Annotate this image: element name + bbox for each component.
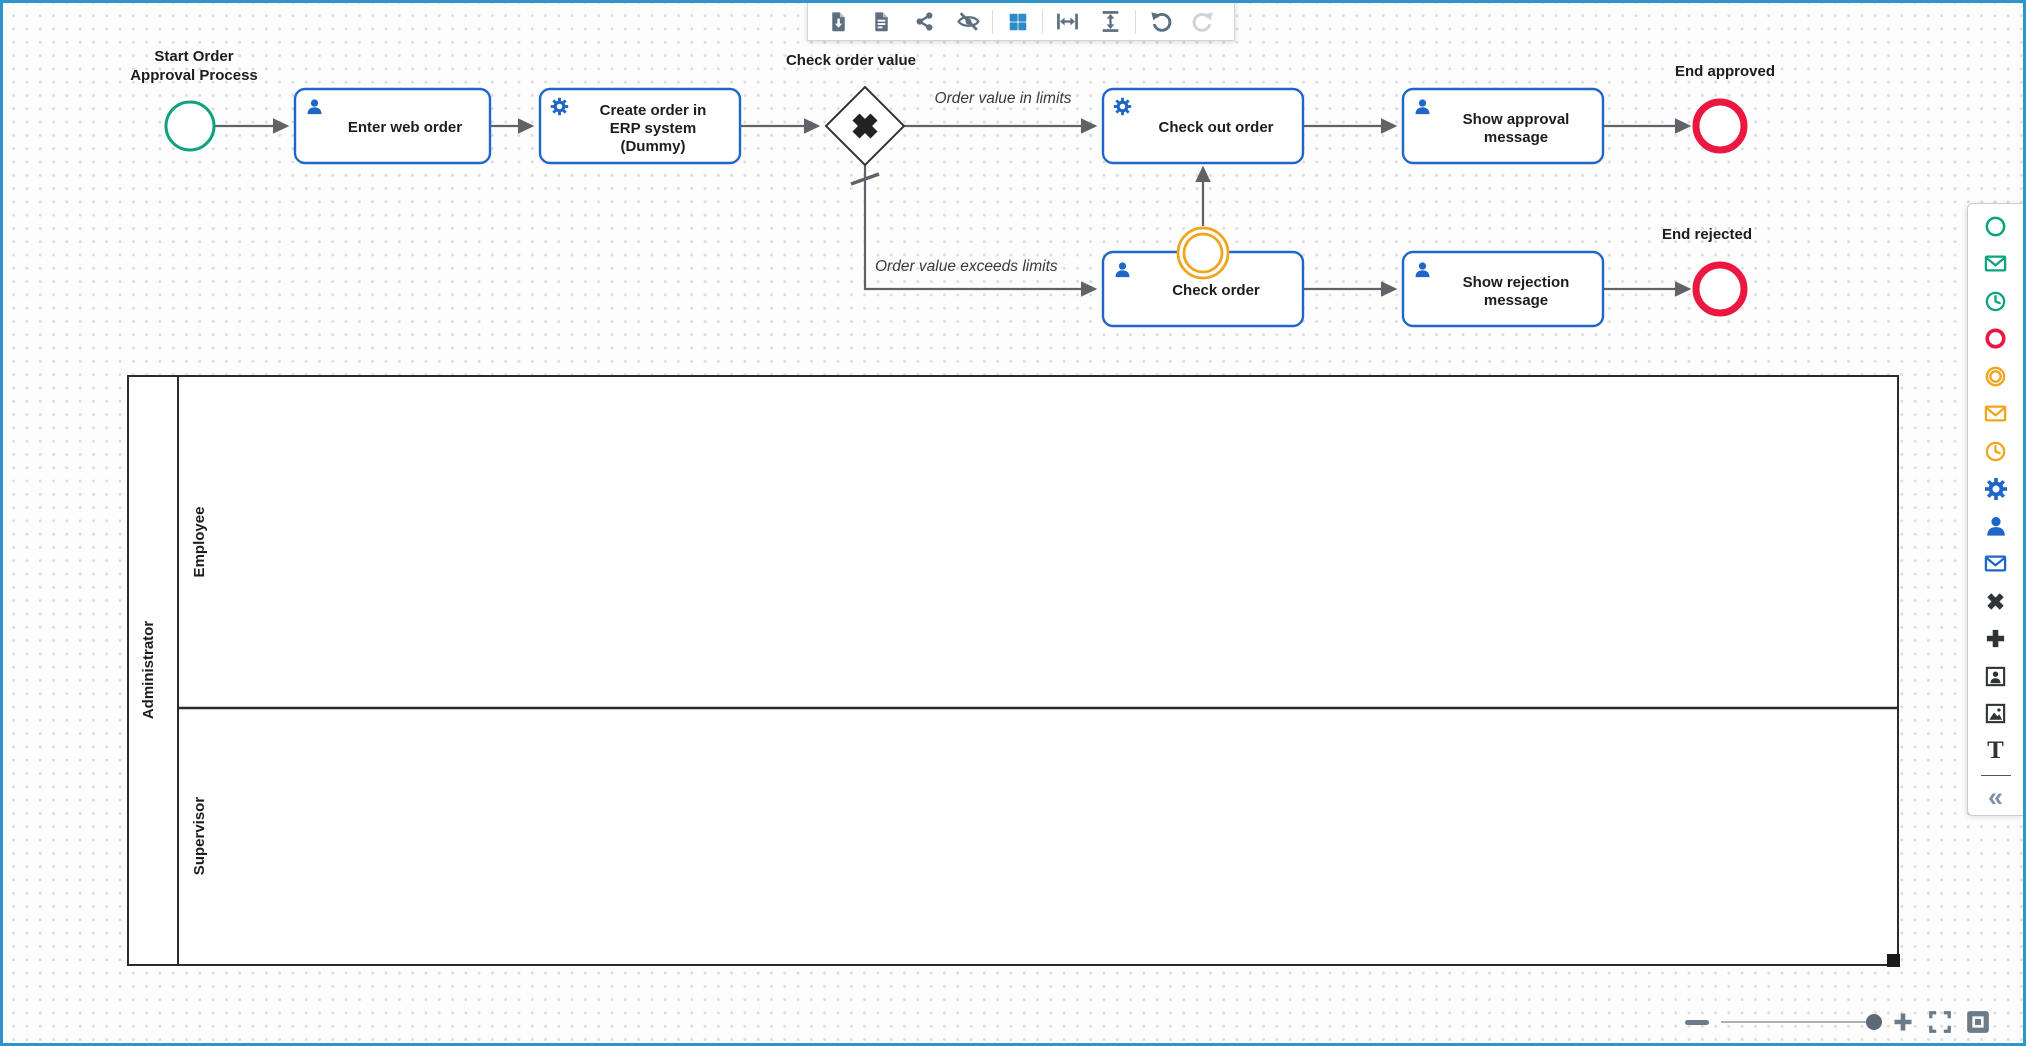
service-task-icon — [1113, 97, 1132, 116]
diagram-canvas[interactable]: Administrator Employee Supervisor Order … — [3, 3, 2023, 1043]
end-rejected-label: End rejected — [1662, 226, 1752, 243]
hide-overlays-button[interactable] — [949, 4, 987, 40]
start-event[interactable]: Start Order Approval Process — [130, 48, 258, 152]
task-label: Enter web order — [348, 119, 462, 136]
task-label-line1: Create order in — [600, 102, 707, 119]
lane-employee-label: Employee — [191, 507, 208, 578]
fit-viewport-icon[interactable] — [1965, 1009, 1991, 1035]
service-task-icon — [550, 97, 569, 116]
gateway-label: Check order value — [786, 52, 916, 69]
task-label: Check out order — [1158, 119, 1273, 136]
toggle-grid-button[interactable] — [999, 4, 1037, 40]
task-label-line2: message — [1484, 292, 1548, 309]
participant-icon[interactable] — [1983, 664, 2009, 688]
task-label-line1: Show rejection — [1463, 274, 1570, 291]
zoom-in-icon[interactable] — [1891, 1010, 1915, 1034]
share-icon — [916, 12, 933, 31]
start-event-icon[interactable] — [1983, 214, 2009, 238]
redo-button[interactable] — [1185, 4, 1223, 40]
pool-resize-handle[interactable] — [1887, 954, 1900, 967]
zoom-controls — [1685, 1009, 1991, 1035]
end-approved-label: End approved — [1675, 63, 1775, 80]
zoom-out-icon[interactable] — [1685, 1019, 1709, 1025]
send-task-icon[interactable] — [1983, 552, 2009, 576]
flow-label-exceeds-limits[interactable]: Order value exceeds limits — [875, 258, 1058, 275]
lane-employee[interactable]: Employee — [191, 507, 208, 578]
task-label-line1: Show approval — [1463, 111, 1570, 128]
toolbar-separator — [992, 9, 994, 34]
undo-button[interactable] — [1141, 4, 1179, 40]
message-intermediate-event-icon[interactable] — [1983, 402, 2009, 426]
toolbar-separator — [1042, 9, 1044, 34]
shape-palette: T « — [1967, 203, 2023, 816]
redo-icon — [1192, 12, 1213, 32]
fit-width-button[interactable] — [1048, 4, 1086, 40]
boundary-intermediate-event[interactable] — [1176, 226, 1230, 280]
palette-divider — [1980, 774, 2011, 776]
intermediate-event-icon[interactable] — [1983, 364, 2009, 388]
timer-start-event-icon[interactable] — [1983, 289, 2009, 313]
zoom-slider-handle[interactable] — [1866, 1014, 1882, 1030]
zoom-slider[interactable] — [1721, 1014, 1882, 1030]
default-flow-marker — [850, 172, 880, 186]
timer-intermediate-event-icon[interactable] — [1983, 439, 2009, 463]
collapse-palette-icon[interactable]: « — [1987, 782, 2004, 812]
undo-icon — [1151, 12, 1172, 32]
exclusive-gateway-icon[interactable] — [1983, 589, 2009, 613]
export-document-button[interactable] — [863, 4, 901, 40]
end-event-icon[interactable] — [1983, 327, 2009, 351]
task-check-out-order[interactable]: Check out order — [1101, 87, 1305, 165]
exclusive-gateway[interactable]: Check order value — [786, 52, 916, 167]
start-event-label-line2: Approval Process — [130, 67, 258, 84]
share-button[interactable] — [906, 4, 944, 40]
task-create-order-erp[interactable]: Create order in ERP system (Dummy) — [538, 87, 742, 165]
export-image-button[interactable] — [819, 4, 857, 40]
flow-gateway-to-check-order[interactable] — [863, 165, 1098, 297]
message-start-event-icon[interactable] — [1983, 252, 2009, 276]
grid-icon — [1009, 13, 1027, 30]
file-download-icon — [832, 12, 845, 32]
service-task-icon[interactable] — [1983, 477, 2009, 501]
fit-height-button[interactable] — [1092, 4, 1130, 40]
text-annotation-icon[interactable]: T — [1983, 738, 2009, 763]
parallel-gateway-icon[interactable] — [1983, 627, 2009, 651]
start-event-label-line1: Start Order — [154, 48, 233, 65]
end-event-approved[interactable]: End approved — [1675, 63, 1775, 154]
file-text-icon — [875, 12, 888, 32]
eye-off-icon — [956, 12, 980, 31]
pool-label: Administrator — [140, 621, 157, 720]
task-label-line3: (Dummy) — [620, 138, 685, 155]
lane-supervisor-label: Supervisor — [191, 797, 208, 876]
lane-supervisor[interactable]: Supervisor — [191, 797, 208, 876]
arrow-height-icon — [1102, 11, 1119, 32]
user-task-icon[interactable] — [1983, 514, 2009, 538]
task-show-rejection-message[interactable]: Show rejection message — [1401, 250, 1605, 328]
task-check-order[interactable]: Check order — [1101, 250, 1305, 328]
task-show-approval-message[interactable]: Show approval message — [1401, 87, 1605, 165]
image-icon[interactable] — [1983, 702, 2009, 726]
arrow-width-icon — [1056, 13, 1078, 30]
sequence-flows[interactable]: Order value in limits Order value exceed… — [214, 90, 1692, 297]
task-label-line2: message — [1484, 129, 1548, 146]
task-label-line2: ERP system — [610, 120, 696, 137]
end-event-rejected[interactable]: End rejected — [1662, 226, 1752, 317]
task-enter-web-order[interactable]: Enter web order — [293, 87, 492, 165]
fullscreen-icon[interactable] — [1927, 1009, 1953, 1035]
task-label: Check order — [1172, 282, 1260, 299]
pool-administrator[interactable]: Administrator Employee Supervisor — [127, 375, 1900, 967]
flow-label-in-limits[interactable]: Order value in limits — [935, 90, 1072, 107]
x-marker-icon — [852, 113, 878, 139]
top-toolbar — [807, 3, 1235, 41]
toolbar-separator — [1134, 9, 1136, 34]
